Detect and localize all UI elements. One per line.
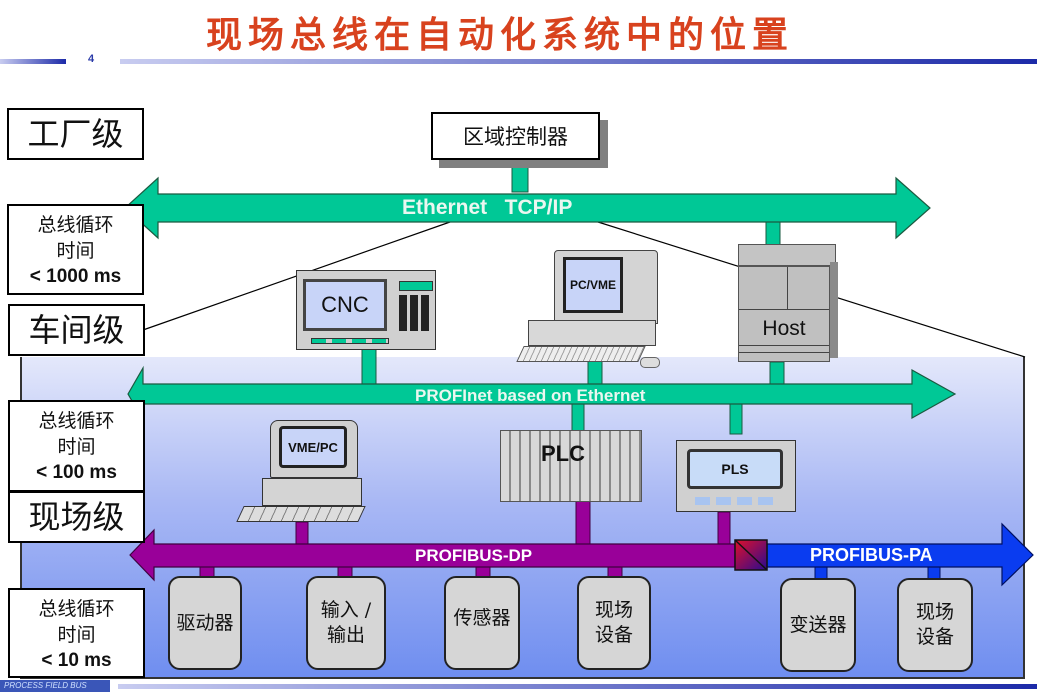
field-device-label: 设备 <box>915 626 954 648</box>
plc-rack: PLC <box>500 430 642 502</box>
field-device-transmitter: 变送器 <box>780 578 856 672</box>
field-device-field-equipment: 现场设备 <box>577 576 651 670</box>
field-device-label: 现场 <box>915 601 954 623</box>
header-rule-left <box>0 59 66 64</box>
pc-vme-screen: PC/VME <box>563 257 623 313</box>
dp-drop-vmepc <box>295 521 309 545</box>
cnc-keypad-icon <box>399 295 431 331</box>
profinet-drop-pcvme <box>587 359 603 385</box>
pc-vme-case <box>528 320 656 346</box>
host-top <box>738 244 836 266</box>
cycle-time-value: < 10 ms <box>41 650 112 671</box>
host-server: Host <box>738 266 830 362</box>
profibus-pa-label: PROFIBUS-PA <box>810 545 933 565</box>
cycle-time-label: 总线循环 <box>38 598 115 620</box>
profinet-drop-plc <box>571 403 585 433</box>
field-device-sensor: 传感器 <box>444 576 520 670</box>
cycle-time-label: 时间 <box>57 624 96 646</box>
field-device-label: 变送器 <box>789 613 847 636</box>
vme-pc-case <box>262 478 362 506</box>
slide-title: 现场总线在自动化系统中的位置 <box>205 14 794 56</box>
level-field: 现场级 <box>8 491 145 543</box>
header-rule-right <box>120 59 1037 64</box>
profibus-pa-arrow <box>766 522 1034 587</box>
cycle-time-value: < 1000 ms <box>29 266 122 287</box>
cnc-display-icon <box>399 281 433 291</box>
ethernet-drop-zone-controller <box>511 159 529 193</box>
field-device-label: 设备 <box>594 624 633 646</box>
pc-vme-label: PC/VME <box>569 278 616 292</box>
zone-controller-box: 区域控制器 <box>431 112 600 160</box>
pc-vme-keyboard-icon <box>516 346 646 362</box>
profinet-drop-cnc <box>361 347 377 385</box>
cycle-time-factory: 总线循环 时间 < 1000 ms <box>7 204 144 295</box>
cycle-time-field: 总线循环 时间 < 10 ms <box>8 588 145 678</box>
cnc-buttons-icon <box>311 338 389 344</box>
profinet-bus-label: PROFInet based on Ethernet <box>415 386 646 405</box>
cycle-time-label: 时间 <box>57 436 96 458</box>
ethernet-bus-arrow <box>124 176 931 240</box>
cycle-time-label: 总线循环 <box>38 410 115 432</box>
cnc-device: CNC <box>296 270 436 350</box>
host-side <box>830 262 838 358</box>
slide-number: 4 <box>88 53 95 65</box>
pls-buttons-icon <box>695 497 775 505</box>
profinet-drop-host <box>769 361 785 385</box>
pls-label: PLS <box>721 461 749 477</box>
dp-drop-plc <box>575 499 591 545</box>
dp-drop-pls <box>717 511 731 545</box>
host-label: Host <box>762 317 806 340</box>
footer-rule <box>118 684 1037 689</box>
profibus-logo: PROCESS FIELD BUS <box>0 680 110 692</box>
pls-screen: PLS <box>687 449 783 489</box>
level-workshop: 车间级 <box>8 304 145 356</box>
vme-pc-label: VME/PC <box>288 439 338 455</box>
vme-pc-screen: VME/PC <box>279 426 347 468</box>
vme-pc-keyboard-icon <box>236 506 366 522</box>
level-factory: 工厂级 <box>7 108 144 160</box>
profibus-dp-label: PROFIBUS-DP <box>415 546 533 565</box>
ethernet-bus-label: Ethernet TCP/IP <box>402 196 573 219</box>
cycle-time-label: 总线循环 <box>37 214 114 236</box>
field-device-label: 传感器 <box>453 607 511 629</box>
field-device-drive: 驱动器 <box>168 576 242 670</box>
plc-label: PLC <box>541 441 585 466</box>
pls-device: PLS <box>676 440 796 512</box>
field-device-field-equipment-pa: 现场设备 <box>897 578 973 672</box>
field-device-label: 驱动器 <box>176 611 234 634</box>
profinet-drop-pls <box>729 403 743 435</box>
cnc-screen: CNC <box>303 279 387 331</box>
field-device-label: 输出 <box>326 624 365 646</box>
field-device-label: 现场 <box>594 599 633 621</box>
field-device-io: 输入 / 输出 <box>306 576 386 670</box>
vme-pc-monitor: VME/PC <box>270 420 358 478</box>
cycle-time-value: < 100 ms <box>36 462 117 483</box>
cycle-time-label: 时间 <box>56 240 95 262</box>
cycle-time-workshop: 总线循环 时间 < 100 ms <box>8 400 145 492</box>
mouse-icon <box>640 357 660 368</box>
field-device-label: 输入 / <box>320 599 372 621</box>
pc-vme-monitor: PC/VME <box>554 250 658 324</box>
